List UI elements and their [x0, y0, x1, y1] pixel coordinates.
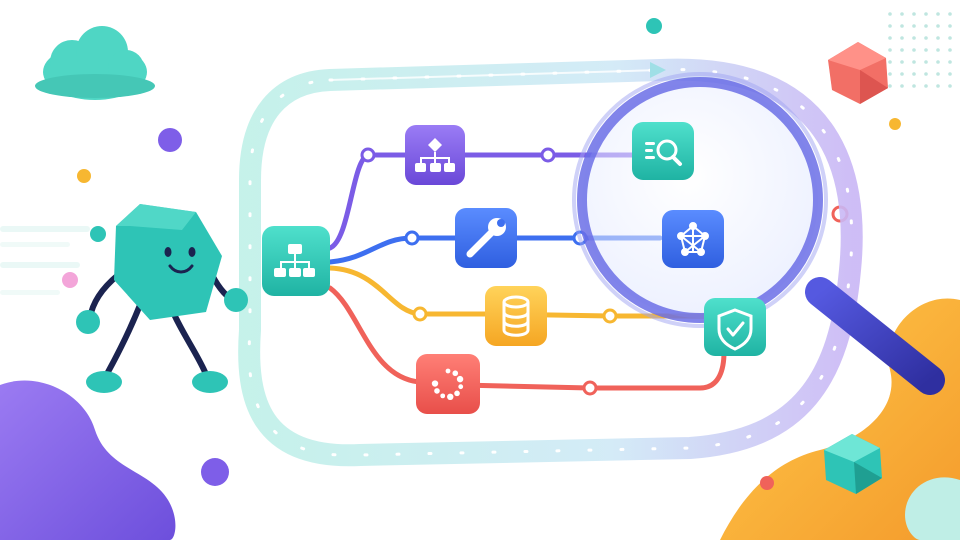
grid-dot [900, 12, 904, 16]
grid-dot [936, 36, 940, 40]
grid-dot [888, 72, 892, 76]
grid-dot [948, 84, 952, 88]
grid-dot [936, 60, 940, 64]
grid-dot [900, 72, 904, 76]
purple-blob [0, 380, 176, 540]
dot-purple-bottom [201, 458, 229, 486]
dot-teal [90, 226, 106, 242]
progress-spinner-icon [431, 368, 464, 401]
grid-dot [888, 84, 892, 88]
spinner-dot [445, 368, 451, 374]
grid-dot [948, 72, 952, 76]
coral-gem-icon [828, 42, 888, 104]
search-document-tile[interactable] [632, 122, 694, 180]
dot-grid [888, 12, 952, 88]
grid-dot [936, 12, 940, 16]
grid-dot [924, 60, 928, 64]
grid-dot [912, 60, 916, 64]
grid-dot [948, 36, 952, 40]
grid-dot [948, 24, 952, 28]
grid-dot [888, 12, 892, 16]
hierarchy-icon [274, 244, 315, 277]
grid-dot [912, 84, 916, 88]
grid-dot [888, 48, 892, 52]
grid-dot [924, 36, 928, 40]
grid-dot [888, 36, 892, 40]
database-icon [502, 295, 530, 337]
grid-dot [924, 72, 928, 76]
grid-dot [912, 48, 916, 52]
shield-check-icon [717, 308, 753, 351]
grid-dot [936, 48, 940, 52]
teal-gem-icon [824, 434, 882, 494]
spinner-dot [431, 380, 439, 387]
network-graph-tile[interactable] [662, 210, 724, 268]
grid-dot [924, 84, 928, 88]
grid-dot [936, 72, 940, 76]
spinner-dot [452, 370, 459, 377]
grid-dot [900, 36, 904, 40]
spinner-dot [434, 388, 440, 394]
grid-dot [900, 84, 904, 88]
dot-pink [62, 272, 78, 288]
spinner-dot [458, 384, 464, 390]
grid-dot [912, 12, 916, 16]
dot-coral-bottom [760, 476, 774, 490]
mascot-character [76, 204, 248, 393]
flowchart-icon [415, 138, 455, 172]
loop-track [238, 58, 863, 467]
grid-dot [936, 84, 940, 88]
wrench-tile[interactable] [455, 208, 517, 268]
progress-tile[interactable] [416, 354, 480, 414]
dot-yellow-right [889, 118, 901, 130]
grid-dot [936, 24, 940, 28]
dot-yellow [77, 169, 91, 183]
spinner-dot [447, 393, 454, 401]
grid-dot [912, 72, 916, 76]
grid-dot [948, 60, 952, 64]
flowchart-tile[interactable] [405, 125, 465, 185]
grid-dot [948, 12, 952, 16]
dot-purple [158, 128, 182, 152]
grid-dot [948, 48, 952, 52]
database-tile[interactable] [485, 286, 547, 346]
grid-dot [900, 60, 904, 64]
network-graph-icon [677, 222, 709, 256]
grid-dot [912, 24, 916, 28]
cloud-icon [35, 26, 155, 100]
dot-teal-top [646, 18, 662, 34]
grid-dot [900, 24, 904, 28]
hub-tile[interactable] [262, 226, 330, 296]
shield-check-tile[interactable] [704, 298, 766, 356]
wrench-icon [466, 218, 506, 258]
spinner-dot [454, 390, 460, 397]
grid-dot [924, 12, 928, 16]
spinner-dot [456, 375, 464, 383]
grid-dot [912, 36, 916, 40]
motion-lines [0, 226, 90, 295]
grid-dot [888, 24, 892, 28]
search-document-icon [645, 139, 682, 166]
grid-dot [900, 48, 904, 52]
teal-blob [905, 477, 960, 540]
grid-dot [924, 24, 928, 28]
spinner-dot [440, 393, 446, 399]
grid-dot [888, 60, 892, 64]
grid-dot [924, 48, 928, 52]
